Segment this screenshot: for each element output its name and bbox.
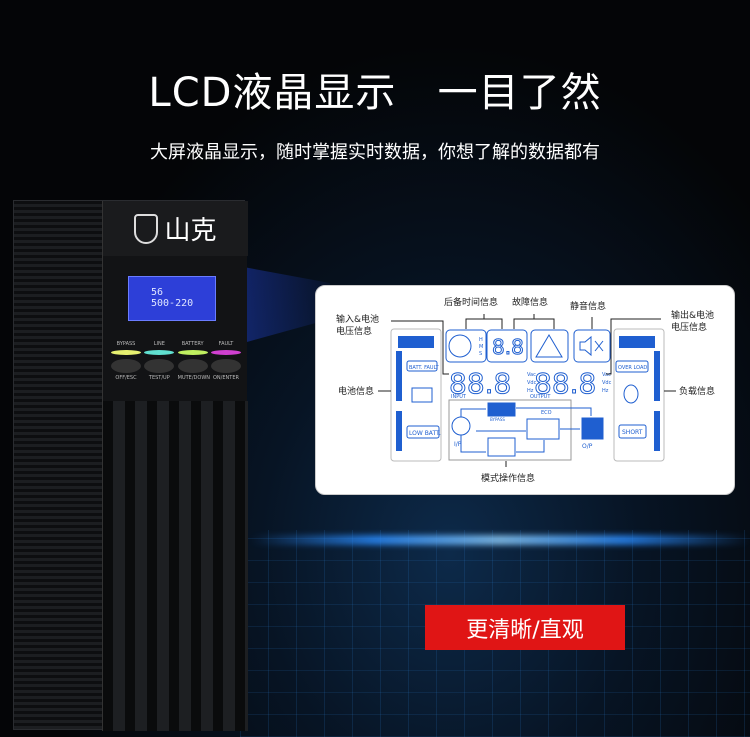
svg-text:Hz: Hz [527,388,534,394]
output-digits: 88.8 [534,367,596,400]
svg-text:I/P: I/P [454,441,462,448]
clearer-badge: 更清晰/直观 [425,605,625,650]
mute-icon [579,335,604,357]
right-load-panel: OVER LOAD SHORT [613,328,665,462]
label-battery: 电池信息 [338,385,374,397]
svg-text:Vac: Vac [527,372,536,378]
top-icon-row: H M S 8.8 [445,329,611,363]
svg-text:INPUT: INPUT [451,394,467,400]
svg-text:电压信息: 电压信息 [671,321,707,333]
light-streak [250,535,750,545]
svg-text:Vdc: Vdc [602,380,612,386]
digit-row: 88.8 Vac Vdc Hz 88.8 Vac Vdc Hz INPUT OU… [449,367,612,401]
brand-name: 山克 [164,216,217,246]
batt-fault-label: BATT. FAULT [409,365,440,371]
backup-time-digits: 8.8 [492,335,524,359]
clock-icon [448,334,472,358]
battery-icon [411,387,433,403]
bypass-label: BYPASS [490,417,505,422]
page-subtitle: 大屏液晶显示，随时掌握实时数据，你想了解的数据都有 [150,142,600,163]
on-enter-button[interactable] [210,359,241,373]
label-load: 负载信息 [679,385,715,397]
svg-text:Vac: Vac [602,372,611,378]
lcd-line: 500-220 [151,298,194,309]
test-up-button[interactable] [144,359,175,373]
lcd-line: 56 [151,287,164,298]
label-backup-time: 后备时间信息 [444,296,498,308]
over-load-label: OVER LOAD [618,365,647,371]
callout-labels: 输入&电池 电压信息 后备时间信息 故障信息 静音信息 输出&电池 电压信息 电… [336,296,715,484]
svg-text:H: H [479,337,483,343]
svg-text:O/P: O/P [582,443,593,450]
label-mode: 模式操作信息 [481,472,535,484]
bulb-icon [623,384,639,404]
ups-vent-panel [103,401,248,731]
mute-down-button[interactable] [177,359,208,373]
label-mute: 静音信息 [570,300,606,312]
svg-text:Hz: Hz [602,388,609,394]
eco-label: ECO [541,410,552,416]
short-label: SHORT [622,429,643,436]
brand-logo: 山克 [103,201,248,256]
svg-text:电压信息: 电压信息 [336,325,372,337]
lcd-diagram-panel: BATT. FAULT LOW BATT. H M S 8.8 88.8 Vac… [315,285,735,495]
off-esc-button[interactable] [111,359,141,373]
battery-mode-icon [487,437,516,457]
warning-icon [535,334,563,358]
ac-source-icon [451,416,471,436]
svg-text:Vdc: Vdc [527,380,537,386]
svg-text:OUTPUT: OUTPUT [530,394,551,400]
left-battery-panel: BATT. FAULT LOW BATT. [390,328,442,462]
outlet-icon [581,417,604,440]
shield-icon [134,213,159,244]
callout-lines [378,314,676,467]
low-batt-label: LOW BATT. [409,430,441,437]
mode-flow: I/P BYPASS ECO O/P [448,399,604,461]
label-input-batt: 输入&电池 [336,313,379,325]
svg-text:M: M [479,344,483,350]
input-digits: 88.8 [449,367,511,400]
page-title: LCD液晶显示 一目了然 [148,70,602,116]
label-output-batt: 输出&电池 [671,309,714,321]
label-fault: 故障信息 [512,296,548,308]
svg-text:S: S [479,351,482,357]
